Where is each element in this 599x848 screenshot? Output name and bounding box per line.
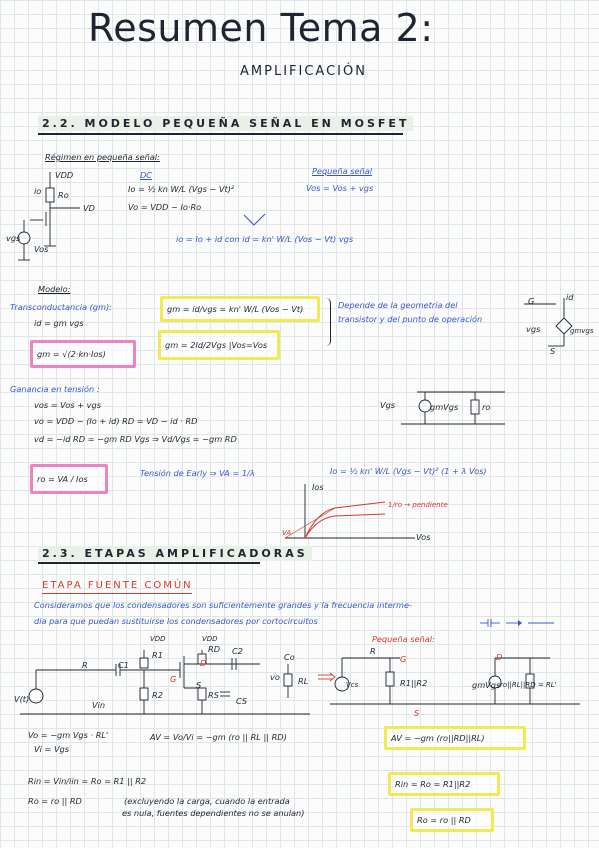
model2-gmvgs-label: gmVgs [430, 402, 459, 412]
c-rs-label: RS [208, 690, 219, 700]
dc-eq-2: Vo = VDD − Io·Ro [128, 202, 202, 212]
c-vin-label: Vin [92, 700, 106, 710]
c-cs-label: CS [236, 696, 248, 706]
c-rl-label: RL [298, 676, 309, 686]
ss-s-label: S [414, 708, 420, 718]
output-model-circuit [401, 391, 505, 425]
ss-label: Pequeña señal: [372, 634, 435, 644]
ro-pink-box: ro = VA / Ios [30, 464, 108, 494]
c-s-label: S [196, 680, 202, 690]
consider-text-2: dia para que puedan sustituirse los cond… [34, 616, 318, 626]
c-r1-label: R1 [152, 650, 163, 660]
ganancia-eq-2: vo = VDD − (Io + id) RD = VD − id · RD [34, 416, 198, 426]
gm-pink-box: gm = √(2·kn·Ios) [30, 340, 136, 368]
model2-ro-label: ro [482, 402, 491, 412]
box-rin: Rin = Ro = R1||R2 [388, 772, 500, 796]
graph-x-label: Vos [416, 532, 431, 542]
consider-text-1: Consideramos que los condensadores son s… [34, 600, 412, 610]
circuit-ro-label: Ro [58, 190, 69, 200]
modelo-label: Modelo: [38, 284, 71, 294]
section-underline [38, 133, 403, 135]
ganancia-eq-1: vos = Vos + vgs [34, 400, 101, 410]
io-early-eq: Io = ½ kn' W/L (Vgs − Vt)² (1 + λ Vos) [330, 466, 487, 476]
circuit-vgs-label: vgs [6, 233, 21, 243]
eq-ro: Ro = ro || RD [28, 796, 82, 806]
ss-gm-label: gmVgs [472, 680, 501, 690]
small-signal-label: Pequeña señal [312, 166, 372, 176]
graph-y-label: Ios [312, 482, 324, 492]
c-rd-label: RD [208, 644, 220, 654]
box-av: AV = −gm (ro||RD||RL) [384, 726, 526, 750]
eq-vo: Vo = −gm Vgs · RL' [28, 730, 109, 740]
circuit-io-label: io [34, 186, 42, 196]
ss-r-label: R [370, 646, 376, 656]
ss-r12-label: R1||R2 [400, 678, 428, 688]
c-r-label: R [82, 660, 88, 670]
mosfet-bias-circuit [17, 172, 80, 261]
c-g-label: G [170, 674, 177, 684]
capacitor-shortcircuit-icon [480, 619, 554, 627]
ss-ro-label: ro||RL||RD = RL' [500, 681, 557, 689]
early-voltage: Tensión de Early ⇒ VA = 1/λ [140, 468, 255, 478]
ss-g-label: G [400, 654, 407, 664]
checkmark-icon [243, 213, 266, 226]
io-equation: io = Io + id con id = kn' W/L (Vos − Vt)… [176, 234, 354, 244]
dc-eq-1: Io = ½ kn W/L (Vgs − Vt)² [128, 184, 235, 194]
brace [326, 298, 331, 346]
small-signal-model-symbol [524, 298, 573, 347]
c-vdd-label: VDD [150, 635, 166, 643]
eq-rin: Rin = Vin/iin = Ro = R1 || R2 [28, 776, 147, 786]
c-vdd2-label: VDD [202, 635, 218, 643]
transconductancia-label: Transconductancia (gm): [10, 302, 112, 312]
page-subtitle: AMPLIFICACIÓN [240, 64, 367, 79]
c-vo-label: vo [270, 672, 280, 682]
sub-underline [42, 593, 192, 594]
circuit-vdd-label: VDD [55, 170, 74, 180]
depende-note: Depende de la geometría del transistor y… [338, 300, 483, 324]
small-signal-equivalent-circuit [330, 657, 580, 705]
dc-label: DC [140, 170, 153, 180]
page-title: Resumen Tema 2: [88, 6, 434, 50]
model-gmvgs-label: gmvgs [570, 327, 594, 335]
model-id-label: id [566, 292, 574, 302]
model-s-label: S [550, 346, 556, 356]
section-underline-2 [38, 562, 260, 564]
transconductancia-eq: id = gm vgs [34, 318, 84, 328]
model2-vgs-label: Vgs [380, 400, 396, 410]
c-c1-label: C1 [118, 660, 129, 670]
graph-slope-label: 1/ro → pendiente [388, 501, 448, 509]
eq-ro-note-2: es nula, fuentes dependientes no se anul… [122, 808, 305, 818]
c-vt-label: V(t) [14, 694, 30, 704]
regimen-label: Régimen en pequeña señal: [45, 152, 160, 162]
box-ro: Ro = ro || RD [410, 808, 494, 832]
c-r2-label: R2 [152, 690, 163, 700]
section-heading-2-2: 2.2. MODELO PEQUEÑA SEÑAL EN MOSFET [38, 116, 414, 131]
gm-box-2: gm = 2Id/2Vgs |Vos=Vos [158, 330, 280, 360]
c-d-label: D [200, 658, 207, 668]
eq-vi: Vi = Vgs [34, 744, 70, 754]
ganancia-label: Ganancia en tensión : [10, 384, 100, 394]
small-signal-eq: Vos = Vos + vgs [306, 183, 374, 193]
model-vgs-label: vgs [526, 324, 541, 334]
arrow-icon [318, 672, 336, 682]
ss-vcs-label: Vcs [346, 681, 359, 689]
c-c2-label: C2 [232, 646, 243, 656]
circuit-vos-label: Vos [34, 244, 49, 254]
eq-ro-note-1: (excluyendo la carga, cuando la entrada [124, 796, 290, 806]
graph-va-label: VA [282, 529, 292, 537]
circuit-vd-label: VD [83, 203, 95, 213]
section-heading-2-3: 2.3. ETAPAS AMPLIFICADORAS [38, 546, 312, 561]
c-co-label: Co [284, 652, 295, 662]
ganancia-eq-3: vd = −id RD = −gm RD Vgs ⇒ Vd/Vgs = −gm … [34, 434, 237, 444]
ss-d-label: D [496, 652, 503, 662]
id-vds-graph [284, 484, 415, 539]
etapa-fuente-comun-heading: ETAPA FUENTE COMÚN [42, 580, 193, 591]
eq-av: AV = Vo/Vi = −gm (ro || RL || RD) [150, 732, 287, 742]
common-source-circuit [20, 650, 310, 715]
model-g-label: G [528, 296, 535, 306]
gm-box-1: gm = id/vgs = kn' W/L (Vos − Vt) [160, 296, 320, 322]
